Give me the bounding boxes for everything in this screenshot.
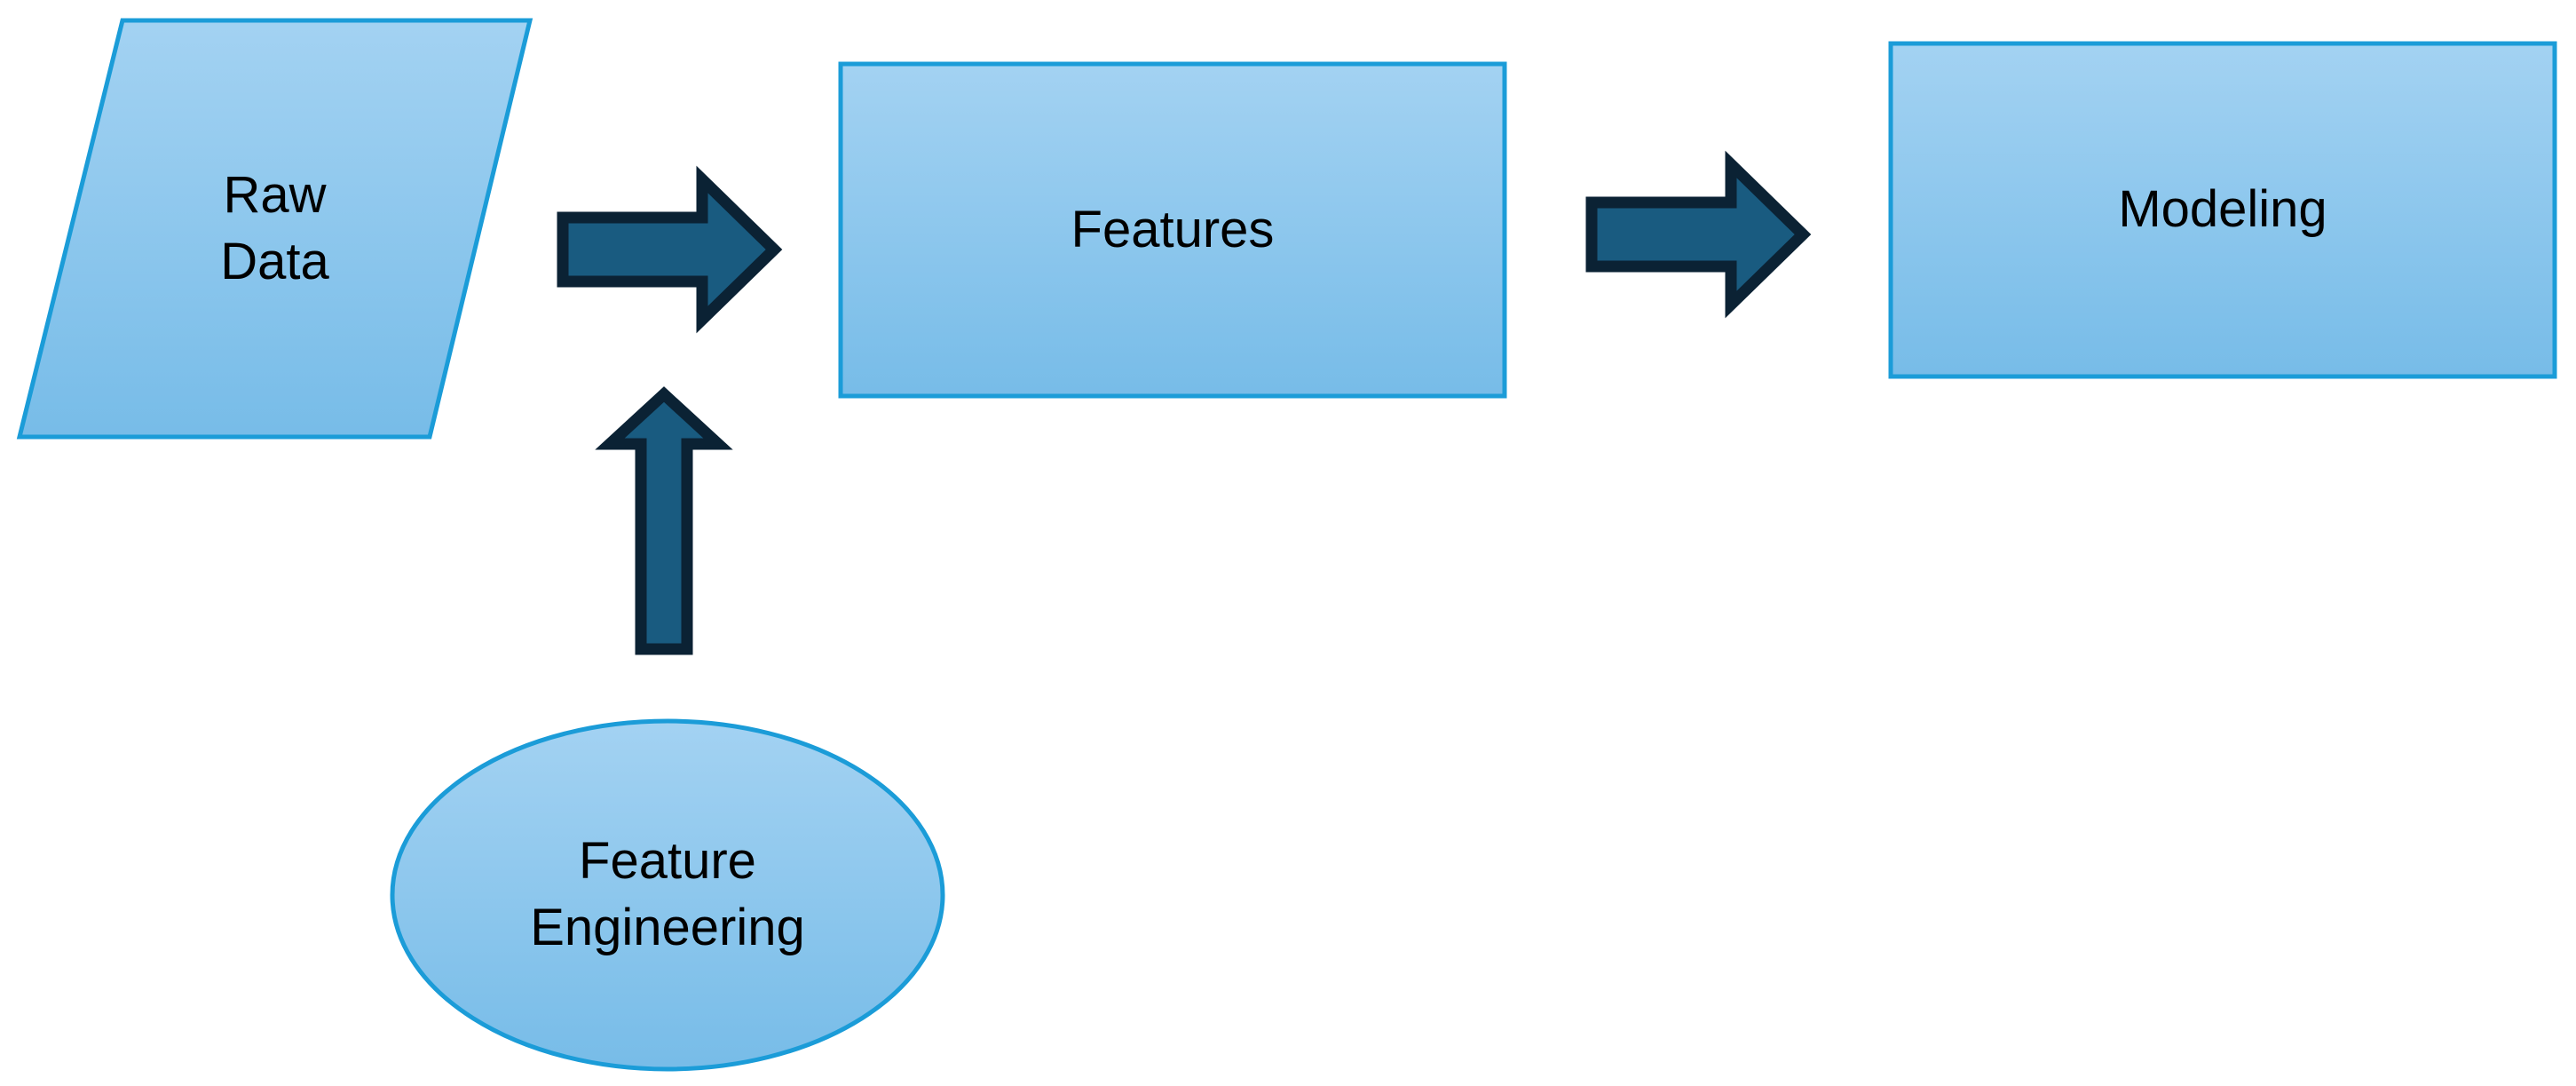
node-feature-engineering[interactable] — [390, 718, 945, 1072]
node-raw-data[interactable] — [16, 18, 533, 440]
arrow-feature-engineering-to-features-icon[interactable] — [595, 386, 733, 655]
node-features[interactable] — [838, 61, 1507, 399]
arrow-features-to-modeling-icon[interactable] — [1585, 150, 1812, 319]
node-modeling[interactable] — [1888, 41, 2557, 379]
arrow-raw-data-to-features-icon[interactable] — [557, 165, 783, 334]
